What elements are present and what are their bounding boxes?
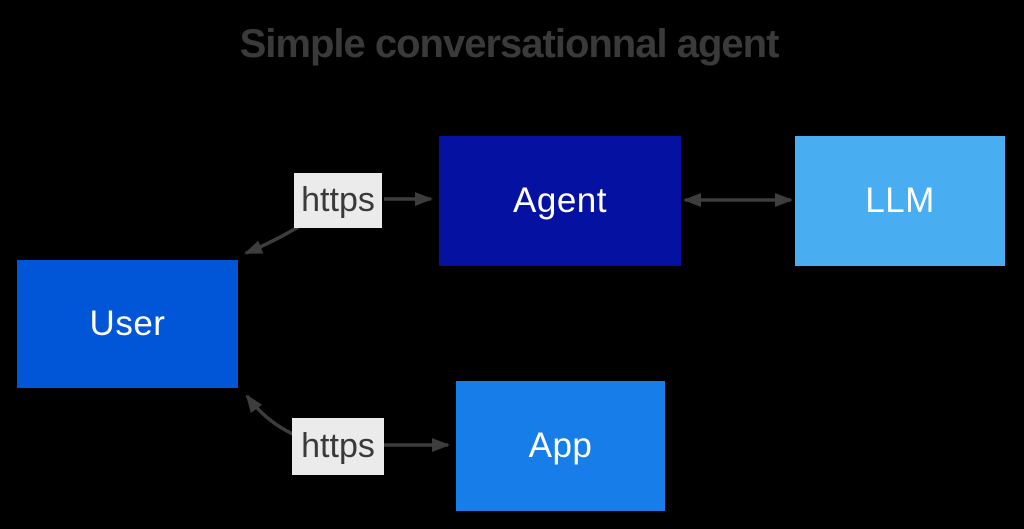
edge-label-https-user-agent: https [294,173,382,228]
node-agent: Agent [439,136,681,266]
edge-user-agent-left-segment [244,224,301,255]
node-user: User [17,260,238,388]
node-agent-label: Agent [513,181,607,220]
edge-label-https-user-app-text: https [301,427,375,465]
node-user-label: User [89,304,166,343]
node-llm: LLM [795,136,1005,266]
node-app: App [456,381,665,511]
node-llm-label: LLM [865,181,935,220]
edge-user-app-left-segment [245,394,298,438]
edge-label-https-user-agent-text: https [301,181,375,219]
edge-label-https-user-app: https [292,418,384,475]
diagram-title: Simple conversationnal agent [239,22,780,66]
node-app-label: App [528,426,593,465]
